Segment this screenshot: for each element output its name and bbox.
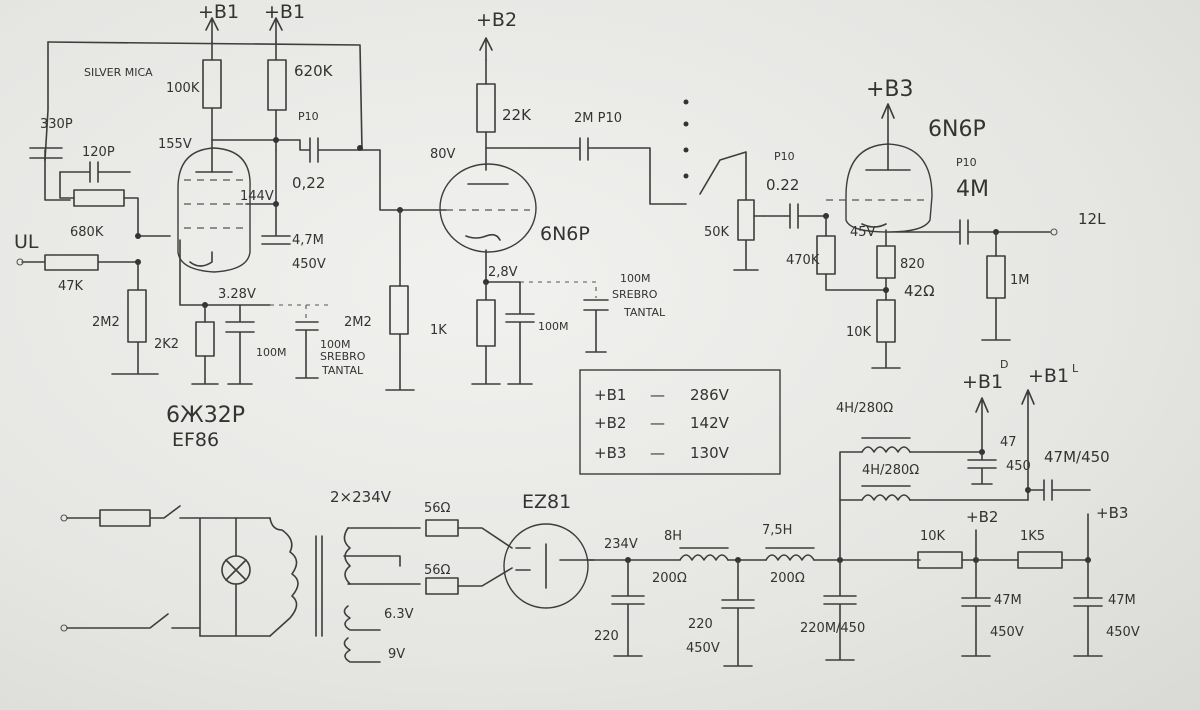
driver-tube-name: 6N6P — [540, 223, 590, 245]
r-2m2-in-label: 2M2 — [92, 315, 120, 330]
tantal-drv-label: TANTAL — [623, 306, 666, 319]
c-220-mid-label: 220 — [688, 617, 713, 632]
r-10k-ps-label: 10K — [920, 529, 946, 544]
r-10k-out-label: 10K — [846, 325, 872, 340]
rail-b1l: +B1 — [1028, 365, 1069, 387]
r-100k-label: 100K — [166, 81, 200, 96]
r-2k2-label: 2K2 — [154, 337, 179, 352]
c-450-left-label: 450V — [686, 641, 720, 656]
vt-rail-2: +B3 — [594, 444, 626, 462]
c-022-in-label: 0,22 — [292, 174, 325, 192]
c-450-small-label: 450 — [1006, 459, 1031, 474]
r-22k-label: 22K — [502, 106, 532, 124]
vt-dash-1: — — [650, 414, 665, 432]
r-680k-label: 680K — [70, 225, 104, 240]
r-1m-label: 1M — [1010, 273, 1030, 288]
c-srebro-drv-label: 100M — [620, 272, 651, 285]
c-220-left-label: 220 — [594, 629, 619, 644]
rail-b1d-sup: D — [1000, 358, 1008, 371]
c-p10-out-label: P10 — [774, 150, 795, 163]
v-144-label: 144V — [240, 189, 274, 204]
rail-b2-supply: +B2 — [966, 508, 998, 526]
input-tube-alt: EF86 — [172, 429, 219, 451]
c-450v-b-label: 450V — [1106, 625, 1140, 640]
choke-mid-label: 4H/280Ω — [862, 463, 919, 478]
vt-rail-1: +B2 — [594, 414, 626, 432]
choke2-h-label: 7,5H — [762, 523, 792, 538]
output-label: 12L — [1078, 210, 1106, 228]
v-28-label: 2,8V — [488, 265, 518, 280]
c-022-out-label: 0.22 — [766, 176, 799, 194]
r-820-label: 820 — [900, 257, 925, 272]
r-1k-drv-label: 1K — [430, 323, 447, 338]
tantal-in-label: TANTAL — [321, 364, 364, 377]
heater-9-label: 9V — [388, 647, 405, 662]
c-p10-out2-label: P10 — [956, 156, 977, 169]
c-srebro-in-label: 100M — [320, 338, 351, 351]
rail-b1-right: +B1 — [264, 1, 305, 23]
r-2m2-drv-label: 2M2 — [344, 315, 372, 330]
rail-b2: +B2 — [476, 9, 517, 31]
choke1-r-label: 200Ω — [652, 571, 687, 586]
c-220-450-label: 220M/450 — [800, 621, 865, 636]
output-stage: 50K P10 0.22 470K +B3 6N6P 45V 820 42Ω 1… — [683, 77, 1106, 369]
v-80-label: 80V — [430, 147, 456, 162]
v-45-label: 45V — [850, 225, 876, 240]
r-47k-label: 47K — [58, 279, 84, 294]
heater-63-label: 6.3V — [384, 607, 414, 622]
r-1k5-label: 1K5 — [1020, 529, 1045, 544]
rectifier-name: EZ81 — [522, 491, 571, 513]
c-100m-in-label: 100M — [256, 346, 287, 359]
r-56b-label: 56Ω — [424, 563, 451, 578]
silver-mica-label: SILVER MICA — [84, 66, 153, 79]
power-supply: 2×234V 56Ω 56Ω 6.3V 9V EZ81 234V 220 8H … — [60, 358, 1140, 667]
rail-b3: +B3 — [866, 77, 914, 102]
choke2-r-label: 200Ω — [770, 571, 805, 586]
rail-b3-supply: +B3 — [1096, 504, 1128, 522]
choke-top-label: 4H/280Ω — [836, 401, 893, 416]
srebro-in-label: SREBRO — [320, 350, 366, 363]
v-155-label: 155V — [158, 137, 192, 152]
c-47m-in-v-label: 450V — [292, 257, 326, 272]
input-stage: +B1 +B1 100K 620K SILVER MICA 330P 120P … — [14, 1, 366, 451]
v-328-label: 3.28V — [218, 287, 256, 302]
voltage-table: +B1 — 286V +B2 — 142V +B3 — 130V — [579, 369, 781, 475]
c-2m-drv-label: 2M P10 — [574, 111, 622, 126]
pot-50k-label: 50K — [704, 225, 730, 240]
transformer-hv-label: 2×234V — [330, 488, 392, 506]
r-42-label: 42Ω — [904, 282, 935, 300]
c-47m-in-label: 4,7M — [292, 233, 324, 248]
vt-rail-0: +B1 — [594, 386, 626, 404]
driver-stage: 2M2 +B2 22K 80V 2M P10 6N6P 2,8V 1K 100M… — [344, 9, 687, 391]
output-tube-name: 6N6P — [928, 117, 986, 142]
rail-b1l-sup: L — [1072, 362, 1079, 375]
vt-value-2: 130V — [690, 444, 730, 462]
c-100m-drv-label: 100M — [538, 320, 569, 333]
r-620k-label: 620K — [294, 62, 334, 80]
c-p10-in-label: P10 — [298, 110, 319, 123]
v-234-label: 234V — [604, 537, 638, 552]
rail-b1-left: +B1 — [198, 1, 239, 23]
choke1-h-label: 8H — [664, 529, 682, 544]
r-470k-label: 470K — [786, 253, 820, 268]
c-4m-label: 4M — [956, 177, 989, 202]
c-47m-b-label: 47M — [1108, 593, 1136, 608]
c-120p-label: 120P — [82, 145, 115, 160]
c-47m-a-label: 47M — [994, 593, 1022, 608]
vt-value-0: 286V — [690, 386, 730, 404]
vt-dash-0: — — [650, 386, 665, 404]
rail-b1d: +B1 — [962, 371, 1003, 393]
c-450v-a-label: 450V — [990, 625, 1024, 640]
srebro-drv-label: SREBRO — [612, 288, 658, 301]
vt-value-1: 142V — [690, 414, 730, 432]
vt-dash-2: — — [650, 444, 665, 462]
ul-label: UL — [14, 231, 39, 253]
c-47-top-label: 47 — [1000, 435, 1017, 450]
c-330p-label: 330P — [40, 117, 73, 132]
c-47m-450-top-label: 47M/450 — [1044, 448, 1110, 466]
input-tube-name: 6Ж32P — [166, 403, 245, 428]
r-56a-label: 56Ω — [424, 501, 451, 516]
